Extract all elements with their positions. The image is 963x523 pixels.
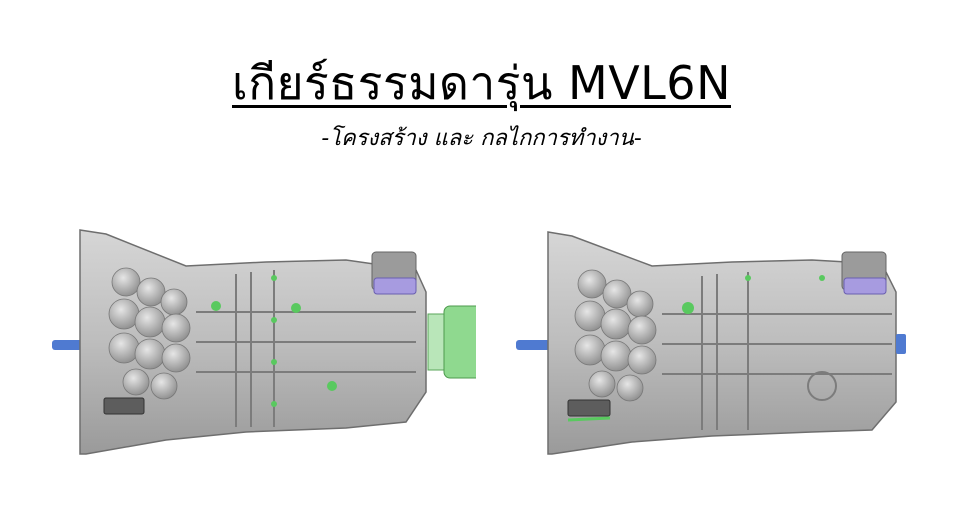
page-title: เกียร์ธรรมดารุ่น MVL6N: [232, 56, 731, 110]
input-shaft-icon: [516, 340, 550, 350]
bolt-markers: [682, 275, 825, 314]
actuator-icon: [843, 277, 887, 295]
input-shaft-icon: [52, 340, 84, 350]
transmission-render-right: [512, 222, 942, 462]
output-flange-icon: [443, 305, 476, 379]
actuator-icon: [373, 277, 417, 295]
transmission-illustration-right: [516, 231, 906, 455]
housing-ribs: [108, 267, 191, 400]
housing-ribs: [574, 269, 657, 402]
inspection-window: [103, 397, 145, 415]
inspection-window: [567, 399, 611, 417]
page-subtitle: -โครงสร้าง และ กลไกการทำงาน-: [321, 126, 642, 151]
output-shaft-icon: [896, 334, 906, 354]
transmission-illustration-left: [52, 229, 476, 455]
bolt-markers: [211, 275, 337, 407]
transmission-render-left: [46, 222, 476, 462]
